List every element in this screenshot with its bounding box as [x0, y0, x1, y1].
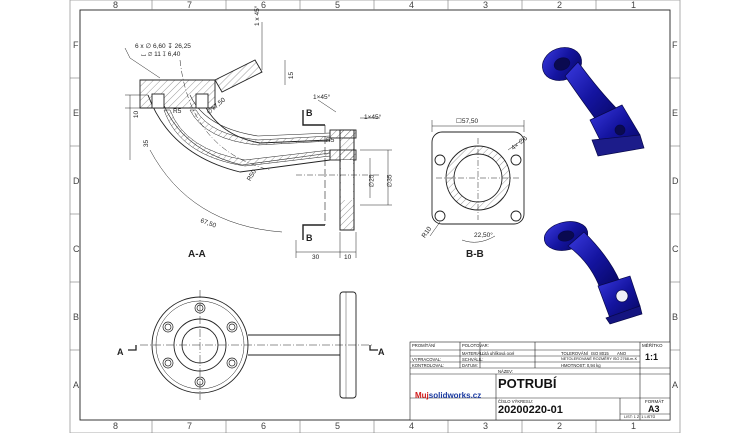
zone-top-5: 5	[335, 0, 341, 10]
zone-bottom-8: 8	[113, 421, 119, 431]
sheet-inner-border	[79, 9, 671, 421]
zone-bottom-4: 4	[409, 421, 415, 431]
dim-square-bb: ☐57,50	[456, 118, 479, 125]
dim-chamfer-top: 1 x 45°	[254, 5, 261, 26]
zone-left-a: A	[73, 380, 80, 390]
tb-polotovar-label: POLOTOVAR:	[462, 343, 489, 348]
dim-chamfer-mid: 1×45°	[313, 94, 331, 101]
section-aa-view	[124, 22, 392, 258]
cut-label-a-right: A	[378, 347, 385, 357]
zone-bottom-5: 5	[335, 421, 341, 431]
tb-material-value: Litá uhlíková ocel	[482, 351, 515, 356]
zone-left-e: E	[73, 108, 80, 118]
isometric-view-top	[542, 47, 645, 157]
zone-top-1: 1	[631, 0, 637, 10]
tb-logo: Mujsolidworks.cz	[415, 391, 481, 400]
zone-left-d: D	[73, 176, 80, 186]
dim-r5-right: R5	[326, 137, 335, 144]
zone-left-b: B	[73, 312, 80, 322]
dim-15: 15	[288, 71, 296, 80]
zone-right-c: C	[672, 244, 679, 254]
pipe-outer-wall	[147, 94, 331, 173]
zone-top-6: 6	[261, 0, 267, 10]
zone-bottom-7: 7	[187, 421, 193, 431]
tb-kontroloval-label: KONTROLOVAL:	[412, 363, 445, 368]
section-bb-title: B-B	[466, 249, 484, 260]
title-block	[409, 341, 671, 421]
tb-tolerovani-extra: ANO	[617, 351, 627, 356]
tb-format-label: FORMÁT	[645, 399, 664, 404]
tb-cislo-label: ČÍSLO VÝKRESU:	[498, 399, 533, 404]
dim-chamfer-right: 1×45°	[364, 114, 382, 121]
dim-d25: ∅25	[368, 174, 376, 188]
zone-left-c: C	[73, 244, 80, 254]
zone-top-8: 8	[113, 0, 119, 10]
zone-right-f: F	[672, 40, 678, 50]
zone-left-f: F	[73, 40, 79, 50]
zone-ticks	[70, 0, 680, 433]
dim-d35: ∅35	[386, 174, 394, 188]
zone-top-7: 7	[187, 0, 193, 10]
dim-10-left: 10	[133, 110, 141, 119]
section-bb-view	[429, 120, 525, 243]
tb-drawing-number: 20200220-01	[498, 404, 563, 416]
tb-part-name: POTRUBÍ	[498, 376, 557, 391]
tb-list-value: LIST: 1 Z: 1 LISTŮ	[624, 415, 656, 419]
dim-r5-left: R5	[173, 108, 182, 115]
tb-material-label: MATERIÁL:	[462, 351, 484, 356]
tb-logo-red: Muj	[415, 391, 429, 400]
tb-promitani-label: PROMÍTÁNÍ	[412, 343, 436, 348]
cut-label-a-left: A	[117, 347, 124, 357]
tb-datum-label: DATUM:	[462, 363, 478, 368]
tb-hmotnost-value: HMOTNOST: 0,94 kg	[561, 363, 601, 368]
cut-label-b-bottom: B	[306, 233, 313, 243]
zone-bottom-1: 1	[631, 421, 637, 431]
zone-top-3: 3	[483, 0, 489, 10]
holes-callout-line1: 6 x ∅ 6,60 ↧ 26,25	[135, 43, 191, 50]
tb-tolerovani-value: ISO 8015	[591, 351, 609, 356]
bottom-view	[128, 290, 378, 400]
zone-right-d: D	[672, 176, 679, 186]
tb-vypracoval-label: VYPRACOVAL:	[412, 357, 442, 362]
tb-format-value: A3	[648, 404, 660, 414]
zone-bottom-6: 6	[261, 421, 267, 431]
isometric-view-bottom	[543, 221, 643, 325]
zone-top-2: 2	[557, 0, 563, 10]
holes-callout-line2: ⌴ ∅ 11 ↧ 6,40	[141, 51, 181, 58]
tb-meritko-value: 1:1	[645, 352, 659, 362]
zone-top-4: 4	[409, 0, 415, 10]
cut-label-b-top: B	[306, 108, 313, 118]
tb-schvalil-label: SCHVÁLIL:	[462, 357, 484, 362]
section-aa-title: A-A	[188, 249, 206, 260]
tb-meritko-label: MĚŘÍTKO	[642, 343, 663, 348]
dim-angle-bb: 22,50°	[474, 232, 493, 239]
zone-bottom-2: 2	[557, 421, 563, 431]
zone-right-e: E	[672, 108, 679, 118]
zone-right-a: A	[672, 380, 679, 390]
tb-logo-blue: solidworks.cz	[428, 391, 482, 400]
zone-right-b: B	[672, 312, 679, 322]
zone-bottom-3: 3	[483, 421, 489, 431]
dim-35: 35	[143, 139, 151, 148]
dim-10-bottom: 10	[344, 254, 352, 261]
dim-30: 30	[312, 254, 320, 261]
tb-nazev-label: NÁZEV:	[498, 369, 513, 374]
tb-tolerovani-label: TOLEROVÁNÍ	[561, 351, 588, 356]
tb-netolerovane-value: NETOLEROVANÉ ROZMĚRY ISO 2768-m-K	[561, 357, 638, 361]
